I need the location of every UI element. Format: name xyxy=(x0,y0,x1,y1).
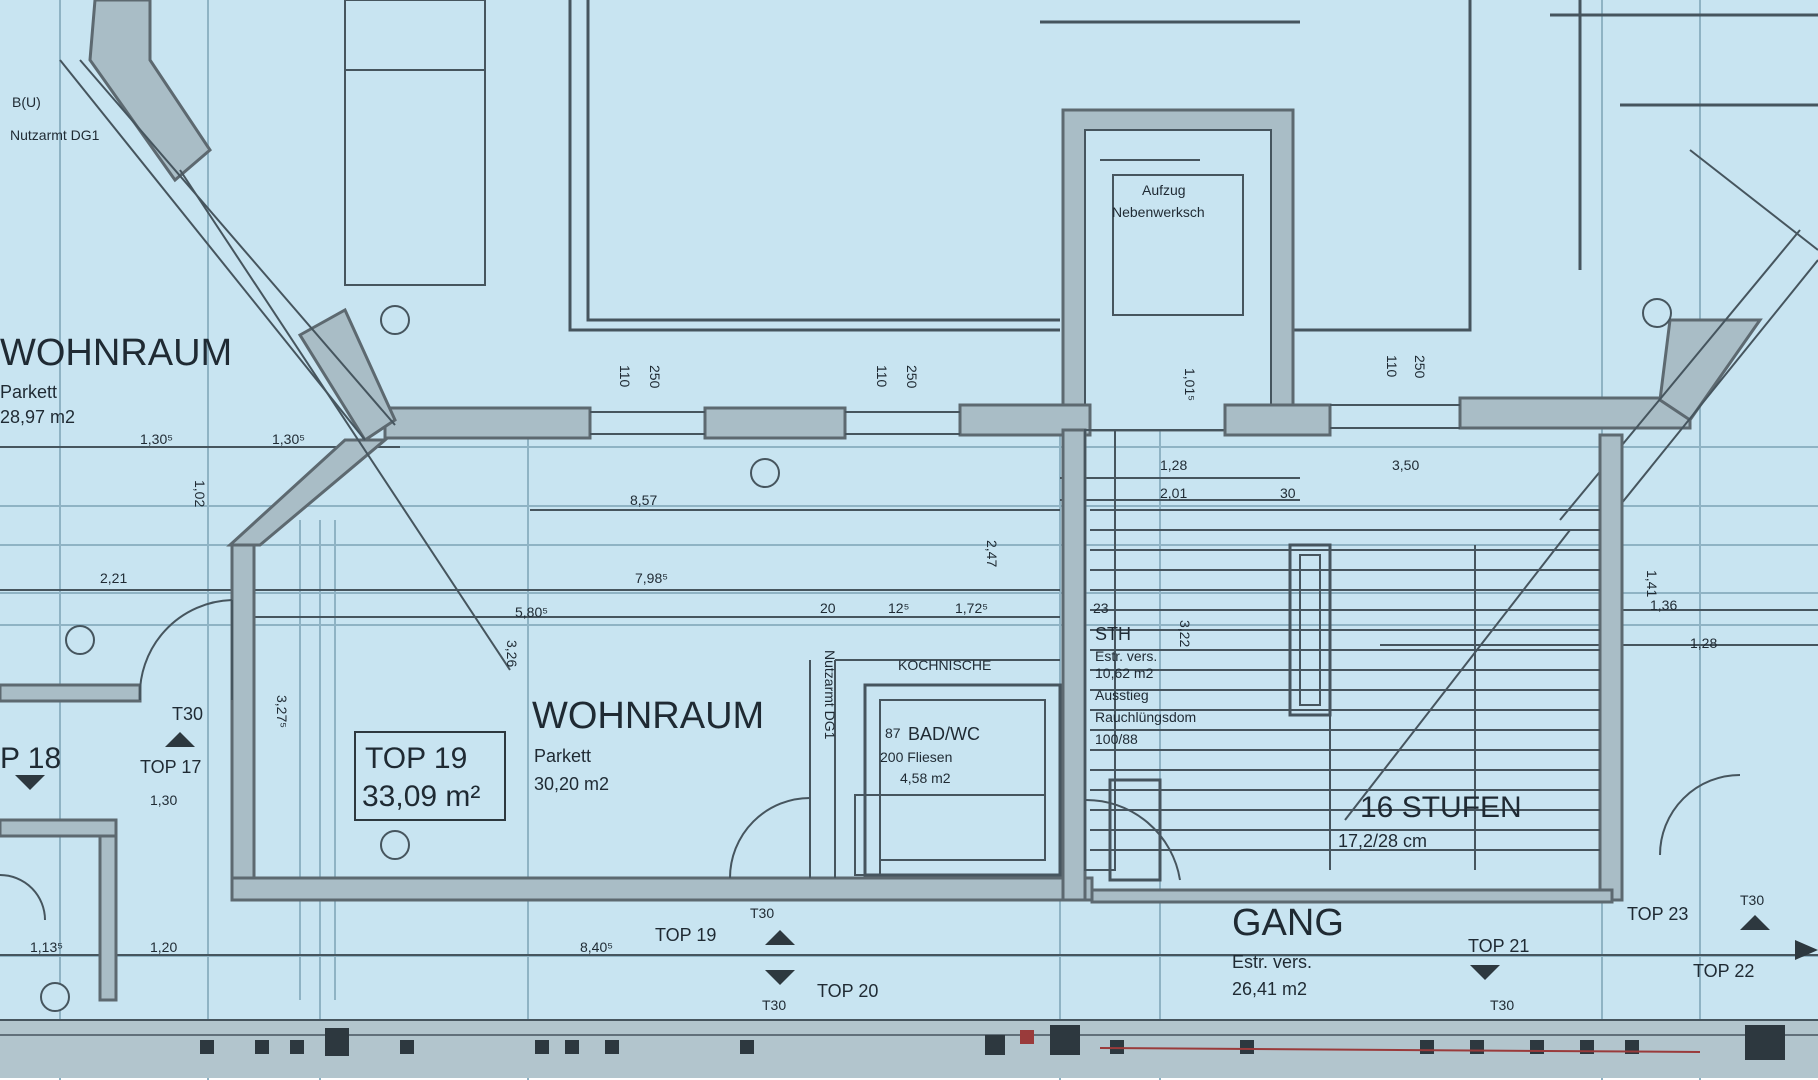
unit-label-top20: TOP 20 xyxy=(817,981,878,1001)
elevator-label-1: Aufzug xyxy=(1142,182,1186,198)
exterior-wall xyxy=(383,396,1692,440)
unit-box-title: TOP 19 xyxy=(365,742,467,775)
dim-250-a: 250 xyxy=(647,365,663,389)
dim-110-a: 110 xyxy=(617,365,633,388)
room-floor-bad: 200 Fliesen xyxy=(880,749,952,765)
dim-326: 3,26 xyxy=(504,640,520,667)
note-nutzarmt: Nutzarmt DG1 xyxy=(10,127,100,143)
unit-label-top19-door: TOP 19 xyxy=(655,925,716,945)
dim-350: 3,50 xyxy=(1392,457,1419,473)
door-rating-top23: T30 xyxy=(1740,892,1764,908)
dim-221: 2,21 xyxy=(100,570,127,586)
room-floor-wohnraum-left: Parkett xyxy=(0,382,57,402)
unit-label-top21: TOP 21 xyxy=(1468,936,1529,956)
room-name-gang: GANG xyxy=(1232,902,1344,944)
note-dg1: Nutzarmt DG1 xyxy=(822,650,838,740)
apartment-walls xyxy=(0,428,1624,1002)
dim-250-b: 250 xyxy=(904,365,920,389)
dim-113: 1,13⁵ xyxy=(30,939,63,955)
diagonal-lines xyxy=(59,59,1818,671)
dim-327: 3,27⁵ xyxy=(274,695,290,728)
dim-110-c: 110 xyxy=(1384,355,1400,378)
unit-area-box xyxy=(354,731,506,821)
room-name-wohnraum-main: WOHNRAUM xyxy=(532,695,764,737)
dim-322: 3,22 xyxy=(1177,620,1193,647)
room-area-gang: 26,41 m2 xyxy=(1232,979,1307,999)
room-note-sth-3: 100/88 xyxy=(1095,731,1138,747)
dim-130-b: 1,30⁵ xyxy=(272,431,305,447)
bottom-strip xyxy=(0,1019,1818,1078)
dim-12: 12⁵ xyxy=(888,600,909,616)
stair-treads xyxy=(1090,509,1600,870)
door-rating-top17: T30 xyxy=(172,704,203,724)
room-area-wohnraum-main: 30,20 m2 xyxy=(534,774,609,794)
unit-box-area: 33,09 m² xyxy=(362,780,480,813)
room-floor-wohnraum-main: Parkett xyxy=(534,746,591,766)
room-name-sth: STH xyxy=(1095,624,1131,644)
diagonal-walls xyxy=(88,0,1763,547)
dim-128: 1,28 xyxy=(1160,457,1187,473)
dim-840: 8,40⁵ xyxy=(580,939,613,955)
room-name-bad: BAD/WC xyxy=(908,724,980,744)
dim-110-b: 110 xyxy=(874,365,890,388)
elevator-shaft xyxy=(1061,108,1295,432)
room-area-sth: 10,62 m2 xyxy=(1095,665,1154,681)
upper-room-outlines xyxy=(344,0,1818,332)
dimension-lines xyxy=(0,446,1818,956)
unit-label-top18: P 18 xyxy=(0,742,61,775)
dim-130-a: 1,30⁵ xyxy=(140,431,173,447)
door-rating-top19: T30 xyxy=(750,905,774,921)
room-name-kochnische: KOCHNISCHE xyxy=(898,657,991,673)
door-rating-top20: T30 xyxy=(762,997,786,1013)
note-b-u: B(U) xyxy=(12,94,41,110)
dim-798: 7,98⁵ xyxy=(635,570,668,586)
room-area-bad: 4,58 m2 xyxy=(900,770,951,786)
page-margin-bottom xyxy=(0,1078,1818,1080)
room-name-wohnraum-left: WOHNRAUM xyxy=(0,332,232,374)
dim-141: 1,41 xyxy=(1644,570,1660,597)
room-area-wohnraum-left: 28,97 m2 xyxy=(0,407,75,427)
bathroom-walls xyxy=(809,659,1062,878)
room-size-bad: 87 xyxy=(885,725,901,741)
door-swings xyxy=(0,599,1741,921)
dim-102: 1,02 xyxy=(192,480,208,507)
stairs-label: 16 STUFEN xyxy=(1360,791,1522,824)
dim-136: 1,36 xyxy=(1650,597,1677,613)
unit-label-top22: TOP 22 xyxy=(1693,961,1754,981)
dim-250-c: 250 xyxy=(1412,355,1428,379)
dim-130-c: 1,30 xyxy=(150,792,177,808)
dim-101: 1,01⁵ xyxy=(1182,368,1198,401)
room-floor-gang: Estr. vers. xyxy=(1232,952,1312,972)
room-note-sth-2: Rauchlüngsdom xyxy=(1095,709,1196,725)
dim-172: 1,72⁵ xyxy=(955,600,988,616)
stairs-dimension: 17,2/28 cm xyxy=(1338,831,1427,851)
dim-128-b: 1,28 xyxy=(1690,635,1717,651)
unit-label-top23: TOP 23 xyxy=(1627,904,1688,924)
window-openings xyxy=(590,404,1460,435)
dim-120: 1,20 xyxy=(150,939,177,955)
dim-23: 23 xyxy=(1093,600,1109,616)
unit-label-top17: TOP 17 xyxy=(140,757,201,777)
dim-247: 2,47 xyxy=(984,540,1000,567)
door-arrows xyxy=(15,732,1818,985)
dim-201: 2,01 xyxy=(1160,485,1187,501)
elevator-label-2: Nebenwerksch xyxy=(1112,204,1205,220)
room-note-sth-1: Ausstieg xyxy=(1095,687,1149,703)
dim-20: 20 xyxy=(820,600,836,616)
dim-30: 30 xyxy=(1280,485,1296,501)
room-floor-sth: Estr. vers. xyxy=(1095,648,1157,664)
dim-857: 8,57 xyxy=(630,492,657,508)
section-markers xyxy=(40,298,1672,1012)
dim-580: 5,80⁵ xyxy=(515,604,548,620)
door-rating-top21: T30 xyxy=(1490,997,1514,1013)
